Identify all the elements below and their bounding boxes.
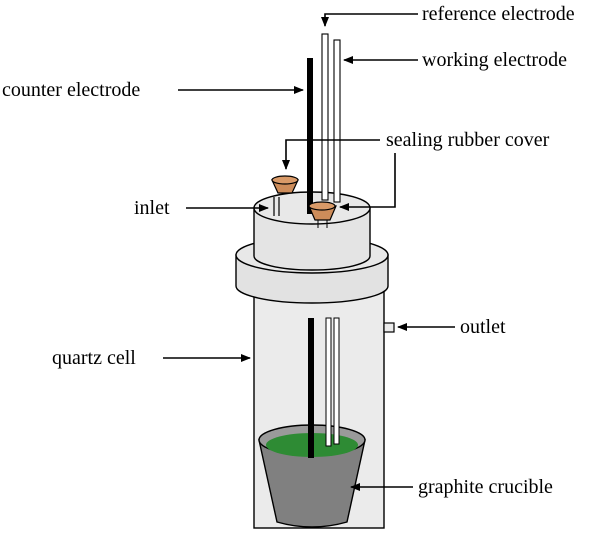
label-counter-electrode: counter electrode: [2, 79, 140, 101]
label-sealing-rubber-cover: sealing rubber cover: [386, 129, 550, 151]
label-outlet: outlet: [460, 316, 506, 338]
arrow-sealing-cover-left: [282, 139, 380, 170]
inlet-tube: [273, 197, 280, 216]
leader-arrows: [163, 13, 455, 491]
reference-electrode: [321, 33, 329, 201]
outlet-tube: [383, 322, 395, 333]
label-quartz-cell: quartz cell: [52, 347, 136, 369]
reference-electrode-lower: [325, 317, 332, 447]
counter-electrode: [307, 58, 313, 214]
counter-electrode-lower: [308, 318, 314, 458]
label-inlet: inlet: [134, 197, 170, 219]
arrow-reference-electrode: [321, 13, 418, 27]
label-working-electrode: working electrode: [422, 49, 567, 71]
label-reference-electrode: reference electrode: [422, 3, 575, 25]
rubber-stopper-right: [308, 201, 337, 228]
working-electrode: [333, 39, 341, 203]
label-graphite-crucible: graphite crucible: [418, 476, 553, 498]
working-electrode-lower: [333, 317, 340, 445]
rubber-stopper-left: [271, 175, 299, 194]
arrow-sealing-cover-right: [339, 153, 396, 211]
